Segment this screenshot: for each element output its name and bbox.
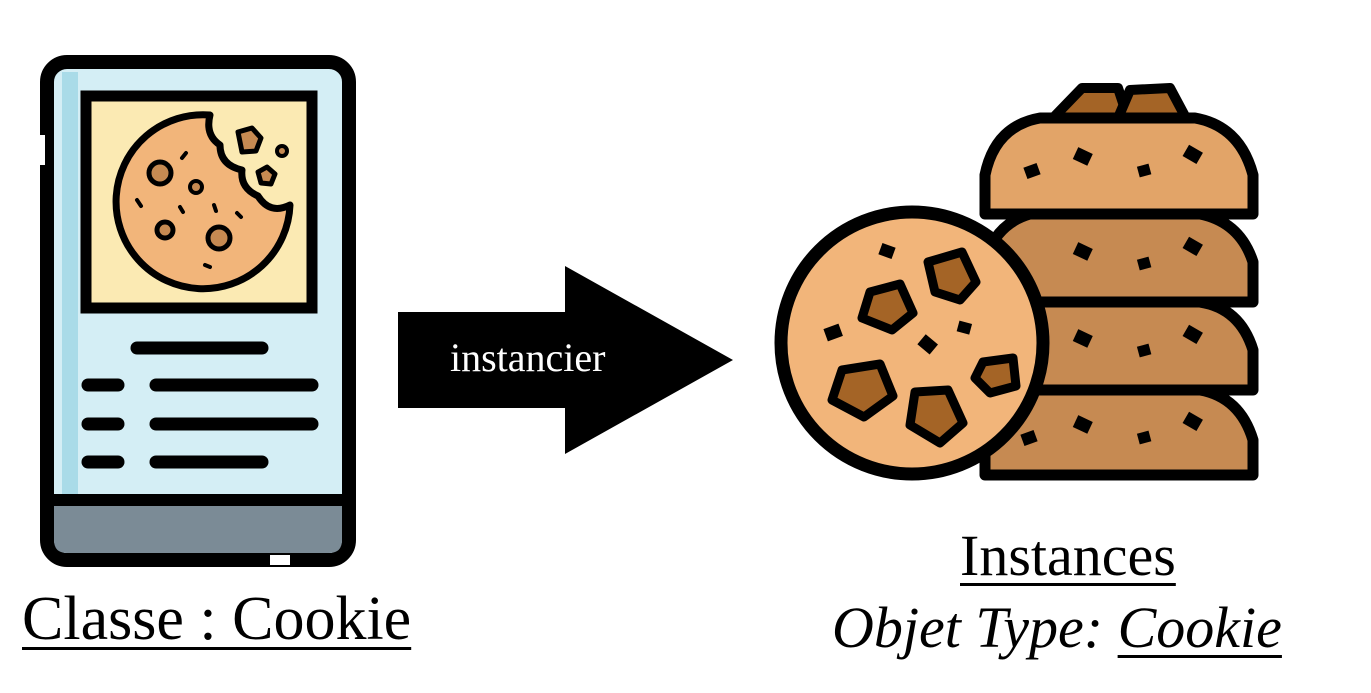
object-type-prefix: Objet Type:: [832, 595, 1118, 660]
right-arrow-icon: [398, 266, 733, 454]
arrow-label: instancier: [450, 335, 606, 380]
bitten-cookie-icon: [112, 111, 294, 293]
object-type-caption: Objet Type: Cookie: [832, 594, 1282, 661]
class-caption: Classe : Cookie: [22, 585, 412, 653]
card-text-lines: [81, 341, 319, 469]
cookie-stack-icon: [774, 83, 1259, 481]
instances-title: Instances: [960, 523, 1176, 588]
cookie-recipe-card-icon: [35, 55, 356, 567]
front-cookie-icon: [774, 205, 1050, 481]
object-type-name: Cookie: [1117, 595, 1282, 660]
